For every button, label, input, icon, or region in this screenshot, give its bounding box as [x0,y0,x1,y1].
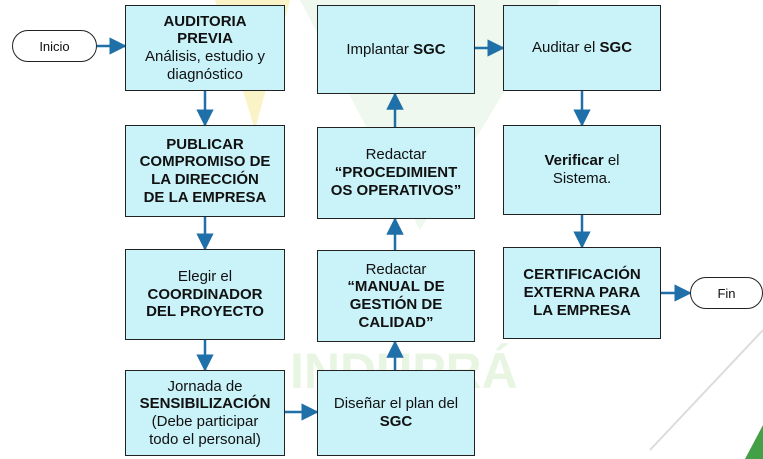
watermark-swoosh [649,329,763,451]
manual-bold-2: GESTIÓN DE [349,296,443,313]
verificar-text-1: el [607,152,620,170]
publicar-line-4: DE LA EMPRESA [143,188,267,206]
jornada-note-1: (Debe participar [151,413,259,430]
implantar-label: Implantar SGC [346,41,445,59]
publicar-compromiso-box: PUBLICAR COMPROMISO DE LA DIRECCIÓN DE L… [125,125,285,217]
procedimientos-bold-1: “PROCEDIMIENT [334,164,458,182]
redactar-manual-box: Redactar “MANUAL DE GESTIÓN DE CALIDAD” [317,250,475,342]
manual-bold-1: “MANUAL DE [347,278,445,296]
implantar-sgc-box: Implantar SGC [317,5,475,94]
start-terminal: Inicio [12,30,97,62]
jornada-sensibilizacion-box: Jornada de SENSIBILIZACIÓN (Debe partici… [125,370,285,456]
verificar-bold: Verificar [544,152,604,170]
end-terminal: Fin [690,277,763,309]
coordinador-bold-1: COORDINADOR [147,285,263,303]
auditoria-previa-box: AUDITORIA PREVIA Análisis, estudio y dia… [125,5,285,91]
auditar-text: Auditar el [531,39,596,57]
jornada-bold: SENSIBILIZACIÓN [139,395,271,413]
auditoria-title-line-2: PREVIA [177,30,233,48]
publicar-line-3: LA DIRECCIÓN [151,171,259,188]
auditar-sgc-box: Auditar el SGC [503,5,661,91]
start-label: Inicio [39,38,70,54]
publicar-line-2: COMPROMISO DE [139,153,271,171]
verificar-sistema-box: Verificar el Sistema. [503,125,661,215]
verificar-line-1: Verificar el [544,152,619,170]
manual-bold-3: CALIDAD” [358,313,434,331]
auditar-label: Auditar el SGC [532,39,632,57]
certificacion-externa-box: CERTIFICACIÓN EXTERNA PARA LA EMPRESA [503,247,661,339]
procedimientos-text: Redactar [365,146,427,164]
disenar-bold: SGC [379,413,413,430]
auditoria-text: Análisis, estudio y diagnóstico [144,48,266,83]
implantar-text: Implantar [346,40,409,58]
watermark-green-corner [745,425,763,459]
coordinador-bold-2: DEL PROYECTO [146,303,264,321]
end-label: Fin [717,285,736,301]
procedimientos-bold-2: OS OPERATIVOS” [330,181,462,199]
elegir-coordinador-box: Elegir el COORDINADOR DEL PROYECTO [125,249,285,340]
certificacion-line-3: LA EMPRESA [533,301,631,319]
auditoria-title-line-1: AUDITORIA [163,12,247,30]
publicar-line-1: PUBLICAR [166,135,244,153]
manual-text: Redactar [365,260,427,278]
coordinador-text: Elegir el [177,267,233,285]
auditar-bold: SGC [599,39,633,57]
jornada-text: Jornada de [167,377,243,395]
certificacion-line-2: EXTERNA PARA [523,284,641,302]
certificacion-line-1: CERTIFICACIÓN [523,266,641,284]
redactar-procedimientos-box: Redactar “PROCEDIMIENT OS OPERATIVOS” [317,127,475,219]
disenar-plan-box: Diseñar el plan del SGC [317,370,475,456]
implantar-bold: SGC [413,40,446,58]
jornada-note-2: todo el personal) [149,430,261,448]
verificar-text-2: Sistema. [552,170,612,187]
disenar-text: Diseñar el plan del [333,395,459,413]
